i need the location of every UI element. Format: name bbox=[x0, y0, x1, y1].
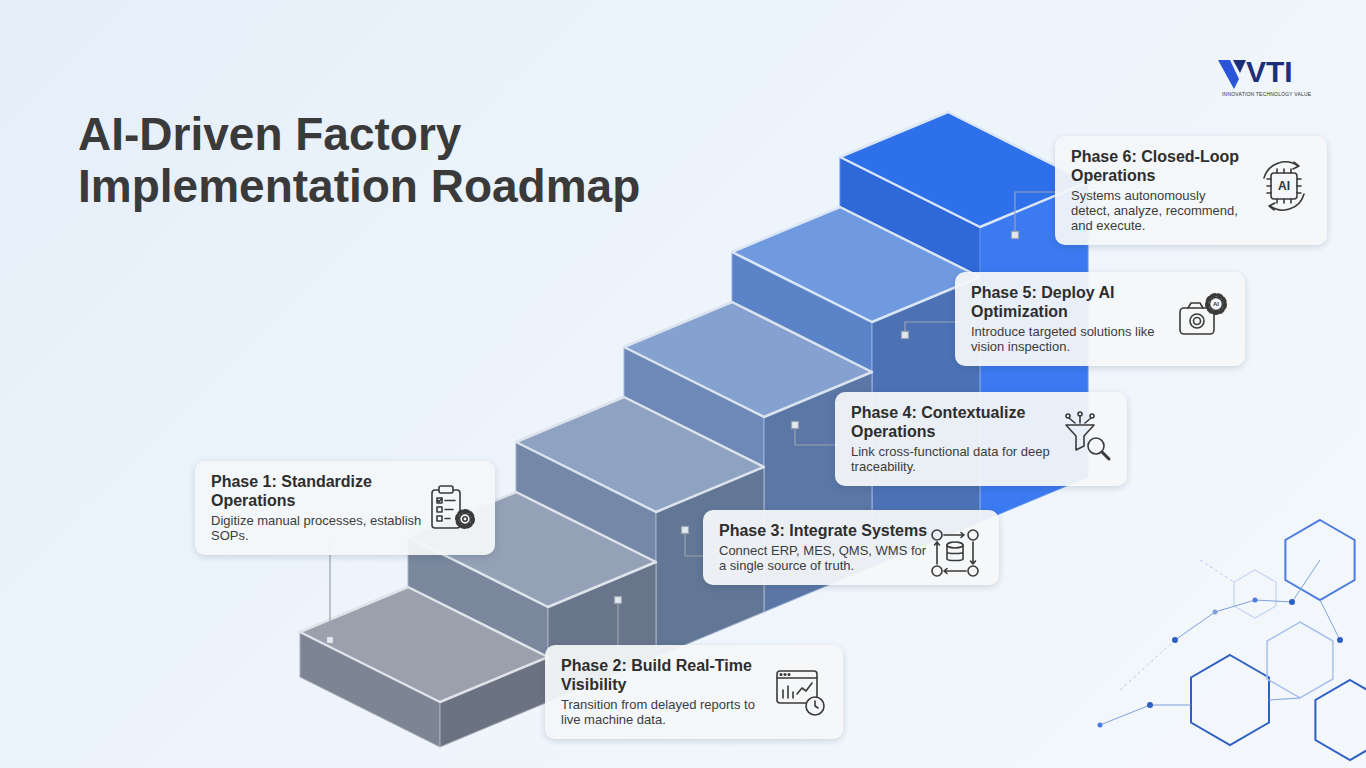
phase-heading: Phase 5: Deploy AI Optimization bbox=[971, 283, 1171, 321]
phase-heading: Phase 6: Closed-Loop Operations bbox=[1071, 147, 1246, 185]
icon-part bbox=[968, 566, 978, 576]
leader-marker bbox=[615, 597, 622, 604]
phase-description: Introduce targeted solutions like vision… bbox=[971, 324, 1171, 354]
step-block bbox=[300, 587, 548, 747]
step-top bbox=[516, 397, 764, 512]
phase-description: Connect ERP, MES, QMS, WMS for a single … bbox=[719, 543, 929, 573]
phase-box: Phase 1: Standardize OperationsDigitize … bbox=[195, 461, 495, 555]
diagram-title: AI-Driven Factory Implementation Roadmap bbox=[78, 108, 728, 212]
leader-line bbox=[617, 600, 618, 660]
hexagon bbox=[1234, 570, 1276, 618]
icon-part bbox=[947, 542, 963, 548]
checklist-icon bbox=[432, 486, 473, 528]
icon-part bbox=[1190, 314, 1204, 328]
icon-part bbox=[437, 507, 442, 512]
phase-heading: Phase 2: Build Real-Time Visibility bbox=[561, 656, 766, 694]
network-dot bbox=[1337, 637, 1343, 643]
hexagon bbox=[1267, 622, 1333, 698]
leader-line bbox=[1015, 192, 1065, 235]
phase-box: Phase 4: Contextualize OperationsLink cr… bbox=[835, 392, 1127, 486]
hex-network bbox=[1098, 520, 1366, 760]
step-top bbox=[300, 587, 548, 702]
network-line bbox=[1120, 560, 1234, 690]
leader-marker bbox=[1012, 232, 1019, 239]
funnel-icon bbox=[1066, 412, 1109, 459]
hexagon bbox=[1315, 680, 1366, 760]
phase-heading: Phase 3: Integrate Systems bbox=[719, 521, 929, 540]
icon-part bbox=[460, 514, 471, 525]
icon-part bbox=[438, 498, 456, 518]
network-dot bbox=[1098, 723, 1103, 728]
icon-text: AI bbox=[1206, 301, 1226, 308]
icon-part bbox=[1102, 452, 1109, 459]
icon-part bbox=[1188, 303, 1203, 308]
icon-part bbox=[815, 701, 818, 708]
phase-description: Transition from delayed reports to live … bbox=[561, 697, 766, 727]
hexagon bbox=[1191, 655, 1269, 745]
phase-description: Link cross-functional data for deep trac… bbox=[851, 444, 1061, 474]
icon-part bbox=[806, 697, 824, 715]
logo-mark bbox=[1218, 60, 1246, 89]
phase-description: Digitize manual processes, establish SOP… bbox=[211, 513, 426, 543]
network-line bbox=[1100, 560, 1340, 725]
leader-line bbox=[795, 425, 845, 445]
icon-part bbox=[935, 533, 976, 574]
icon-part bbox=[780, 674, 782, 676]
icon-part bbox=[1267, 169, 1301, 203]
icon-part bbox=[463, 517, 467, 521]
camera-icon bbox=[1180, 295, 1225, 334]
network-dot bbox=[1253, 598, 1258, 603]
icon-part bbox=[1271, 173, 1297, 199]
ai-chip-icon bbox=[1264, 162, 1304, 210]
leader-line bbox=[329, 540, 330, 640]
icon-part bbox=[1194, 318, 1201, 325]
leader-marker bbox=[327, 637, 334, 644]
icon-part bbox=[1210, 298, 1223, 311]
icon-part bbox=[968, 530, 978, 540]
icon-part bbox=[788, 674, 790, 676]
icon-part bbox=[784, 674, 786, 676]
integration-icon bbox=[932, 530, 978, 576]
icon-part bbox=[947, 545, 963, 561]
network-dot bbox=[1147, 702, 1153, 708]
network-dot bbox=[1213, 610, 1218, 615]
phase-box: Phase 5: Deploy AI OptimizationIntroduce… bbox=[955, 272, 1245, 366]
step-top bbox=[408, 492, 656, 607]
phase-description: Systems autonomously detect, analyze, re… bbox=[1071, 188, 1246, 233]
network-dot bbox=[1289, 599, 1295, 605]
icon-text: AI bbox=[1269, 179, 1299, 193]
leader-marker bbox=[792, 422, 799, 429]
icon-part bbox=[439, 486, 453, 493]
icon-part bbox=[777, 678, 817, 698]
phase-heading: Phase 1: Standardize Operations bbox=[211, 472, 426, 510]
icon-part bbox=[932, 566, 942, 576]
icon-part bbox=[1207, 295, 1225, 313]
leader-marker bbox=[682, 527, 689, 534]
icon-part bbox=[457, 511, 473, 527]
leader-marker bbox=[902, 332, 909, 339]
step-top bbox=[624, 302, 872, 417]
dashboard-icon bbox=[777, 671, 824, 715]
icon-part bbox=[437, 516, 442, 521]
step-side bbox=[872, 277, 980, 567]
step-top bbox=[732, 207, 980, 322]
network-dot bbox=[1172, 637, 1178, 643]
phase-heading: Phase 4: Contextualize Operations bbox=[851, 403, 1061, 441]
logo-tagline: INNOVATION TECHNOLOGY VALUE bbox=[1222, 91, 1322, 97]
logo-shape bbox=[1233, 60, 1246, 73]
logo-wordmark: VTI bbox=[1246, 55, 1316, 89]
step-top bbox=[840, 112, 1088, 227]
step-side bbox=[980, 182, 1088, 522]
icon-part bbox=[932, 530, 942, 540]
leader-lines bbox=[327, 192, 1066, 660]
leader-line bbox=[905, 322, 965, 335]
icon-part bbox=[1264, 162, 1304, 210]
